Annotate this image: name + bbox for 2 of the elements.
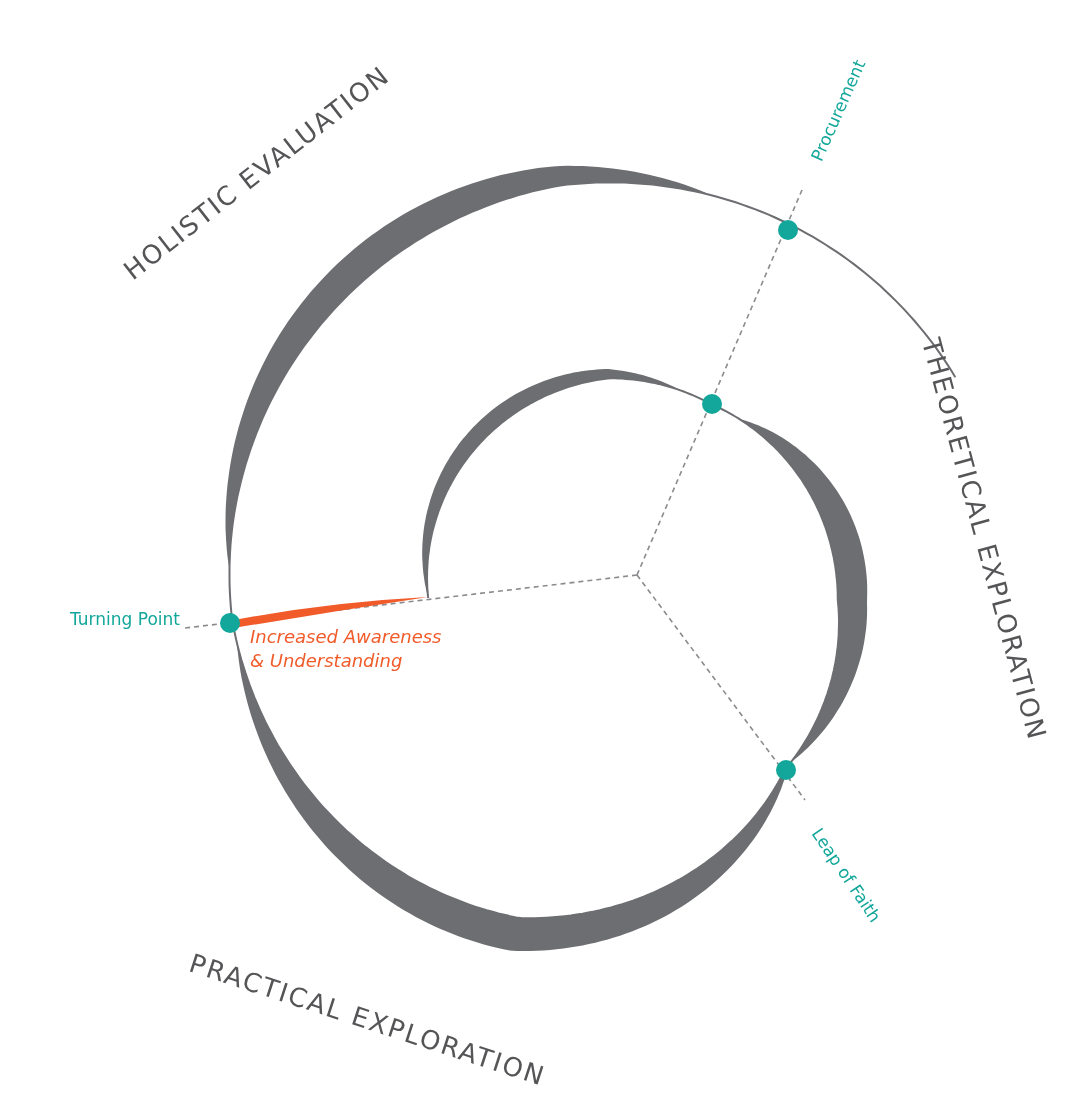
annotation-text: Increased Awareness & Understanding	[250, 625, 443, 673]
milestone-label: Turning Point	[70, 609, 180, 629]
